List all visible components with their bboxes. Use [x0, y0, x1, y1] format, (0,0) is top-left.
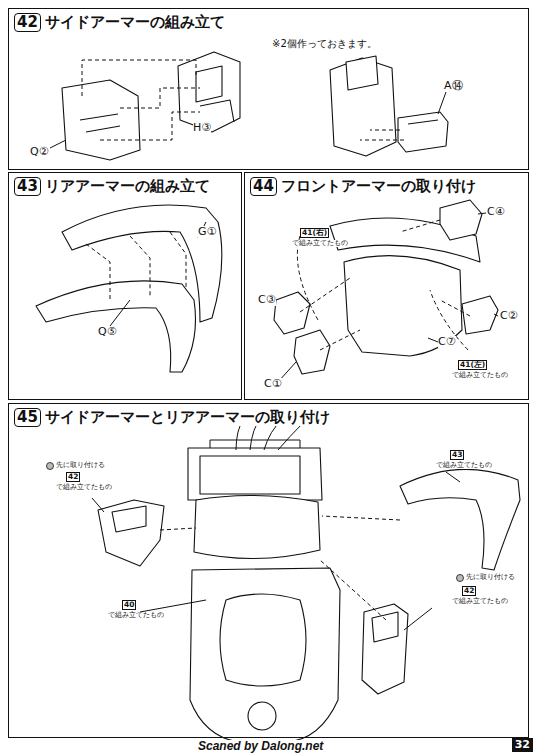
page-number: 32: [512, 738, 533, 752]
part-label: C⑦: [438, 336, 456, 348]
part-label: A⑭: [444, 80, 463, 92]
step-header: 42サイドアーマーの組み立て: [9, 9, 528, 36]
part-label: C②: [500, 310, 518, 322]
step-reference: 42: [66, 472, 80, 482]
watermark: Scaned by Dalong.net: [198, 740, 323, 753]
note-text: で組み立てたもの: [452, 372, 508, 379]
step-number: 44: [250, 177, 277, 196]
note-text: で組み立てたもの: [56, 484, 112, 491]
note-text: 先に取り付ける: [56, 462, 105, 469]
step-reference: 41(右): [300, 228, 329, 238]
step-title: フロントアーマーの取り付け: [281, 178, 476, 195]
part-label: H③: [193, 122, 211, 134]
part-label: G①: [198, 226, 216, 238]
step-header: 43リアアーマーの組み立て: [9, 173, 241, 200]
note-text: で組み立てたもの: [292, 240, 348, 247]
step-number: 45: [14, 408, 41, 427]
step-title: リアアーマーの組み立て: [45, 178, 210, 195]
step-title: サイドアーマーとリアアーマーの取り付け: [45, 409, 330, 426]
note-text: で組み立てたもの: [436, 462, 492, 469]
step-header: 45サイドアーマーとリアアーマーの取り付け: [9, 404, 528, 431]
part-label: C①: [264, 378, 282, 390]
step-reference: 43: [450, 450, 464, 460]
step-number: 43: [14, 177, 41, 196]
part-label: Q②: [30, 146, 49, 158]
note-text: ※2個作っておきます。: [272, 38, 377, 49]
step-header: 44フロントアーマーの取り付け: [245, 173, 528, 200]
step-reference: 41(左): [458, 360, 487, 370]
part-label: C④: [487, 206, 505, 218]
step-reference: 42: [462, 586, 476, 596]
part-label: C③: [258, 294, 276, 306]
note-text: で組み立てたもの: [452, 598, 508, 605]
note-text: 先に取り付ける: [466, 574, 515, 581]
step-number: 42: [14, 13, 41, 32]
note-text: で組み立てたもの: [108, 612, 164, 619]
step-reference: 40: [122, 600, 136, 610]
step-panel: 43リアアーマーの組み立て: [8, 172, 242, 400]
part-label: Q⑤: [98, 326, 117, 338]
step-title: サイドアーマーの組み立て: [45, 14, 225, 31]
